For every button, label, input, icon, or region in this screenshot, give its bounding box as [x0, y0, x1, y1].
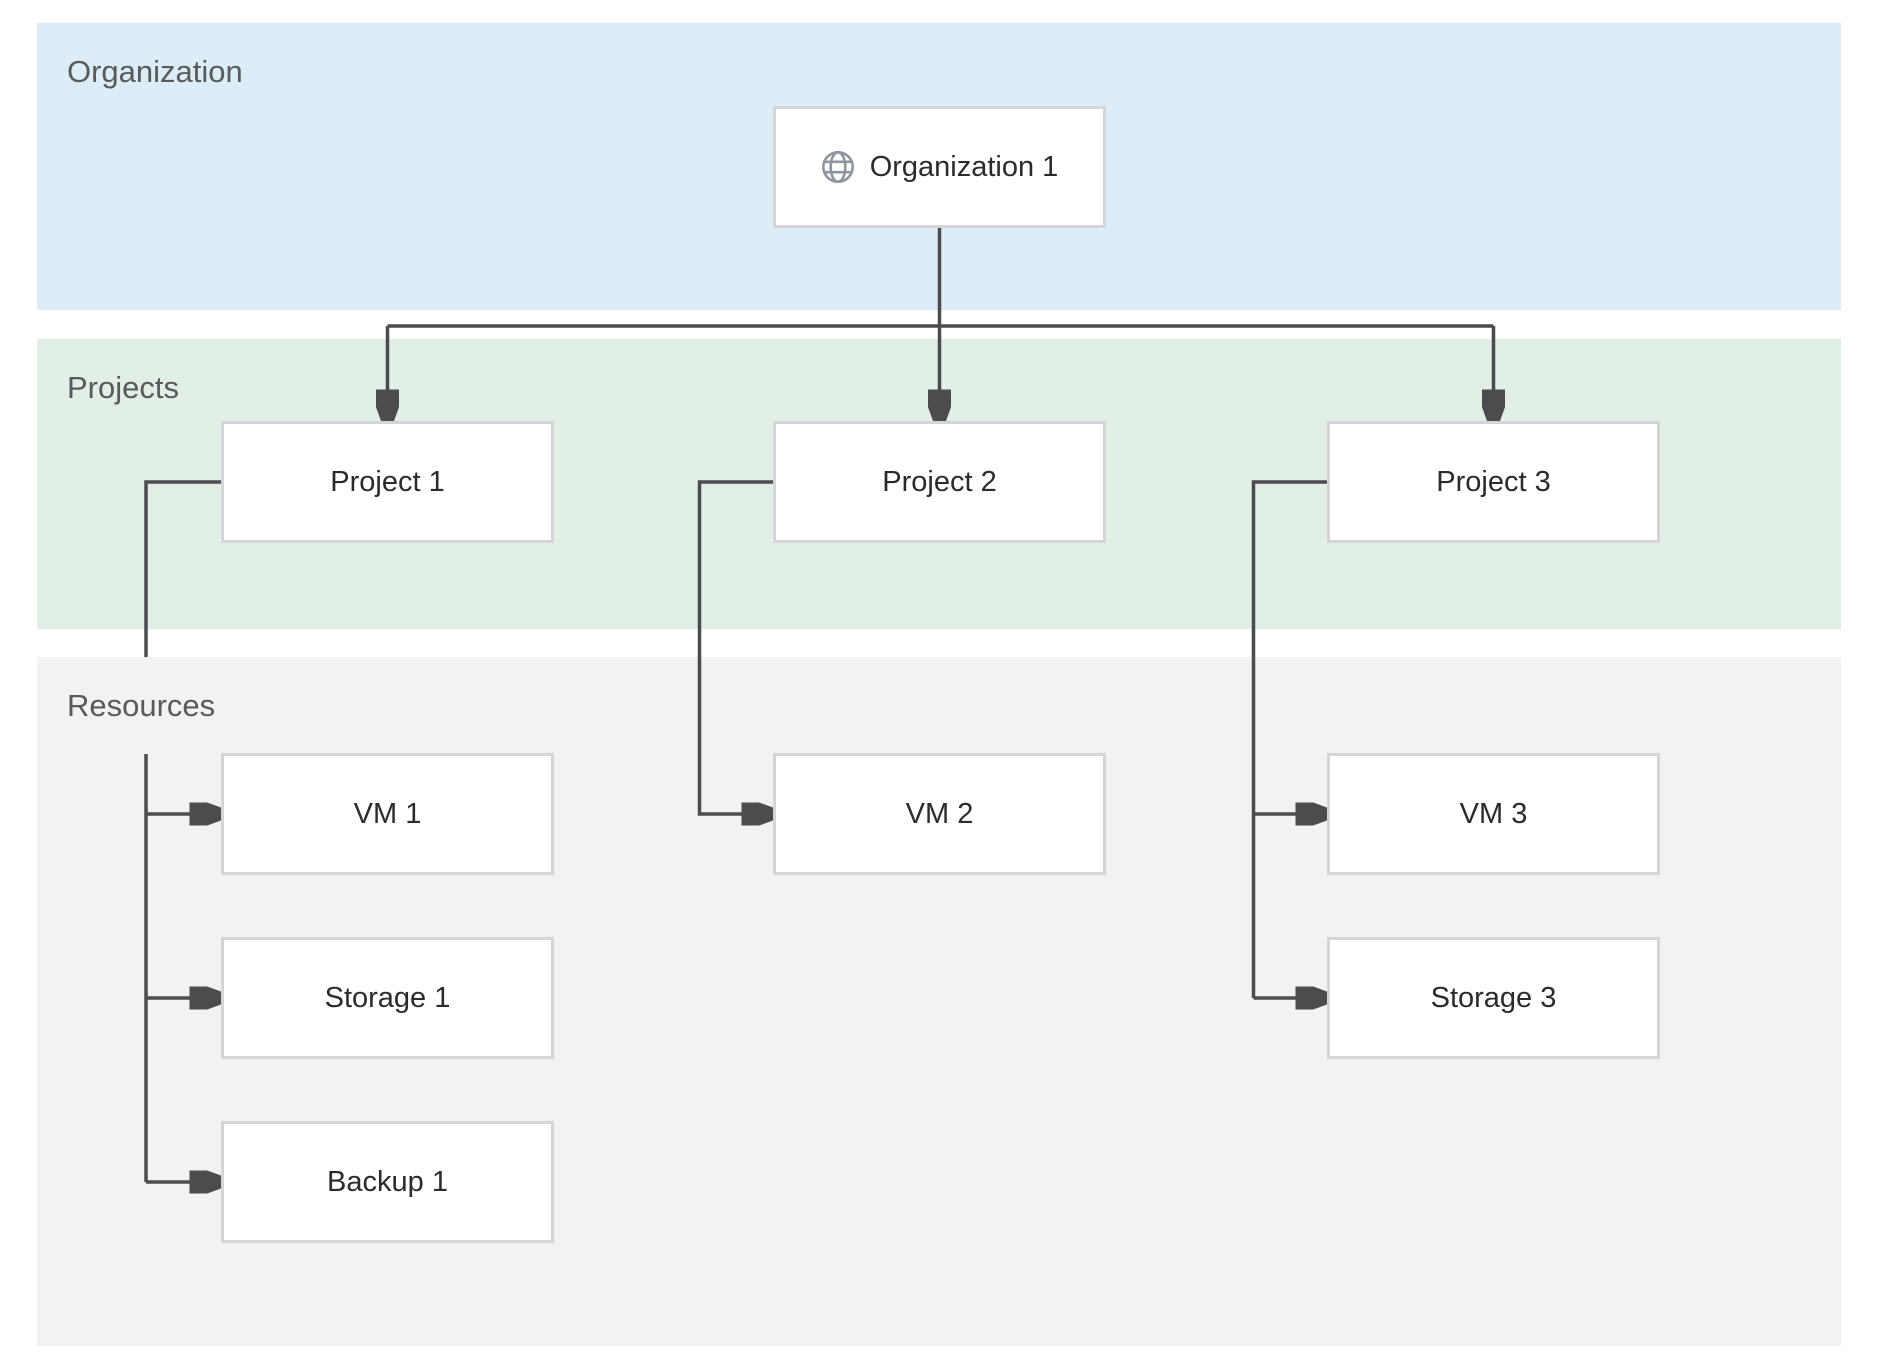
node-storage-1: Storage 1 [221, 937, 554, 1059]
node-storage-3-label: Storage 3 [1430, 981, 1557, 1014]
node-organization-1-label: Organization 1 [869, 150, 1059, 183]
band-projects-label: Projects [67, 370, 179, 405]
globe-icon [821, 151, 854, 183]
node-project-3: Project 3 [1327, 421, 1660, 543]
node-project-3-label: Project 3 [1436, 465, 1551, 498]
node-vm-2: VM 2 [773, 753, 1106, 875]
node-organization-1: Organization 1 [773, 106, 1106, 228]
node-vm-2-label: VM 2 [905, 797, 974, 830]
node-storage-1-label: Storage 1 [324, 981, 451, 1014]
node-project-2: Project 2 [773, 421, 1106, 543]
node-project-2-label: Project 2 [882, 465, 997, 498]
node-project-1: Project 1 [221, 421, 554, 543]
node-vm-1-label: VM 1 [353, 797, 422, 830]
node-vm-3: VM 3 [1327, 753, 1660, 875]
band-organization-label: Organization [67, 54, 243, 89]
node-vm-3-label: VM 3 [1459, 797, 1528, 830]
node-vm-1: VM 1 [221, 753, 554, 875]
node-backup-1: Backup 1 [221, 1121, 554, 1243]
node-backup-1-label: Backup 1 [327, 1165, 448, 1198]
band-resources-label: Resources [67, 688, 216, 723]
node-storage-3: Storage 3 [1327, 937, 1660, 1059]
node-project-1-label: Project 1 [330, 465, 445, 498]
